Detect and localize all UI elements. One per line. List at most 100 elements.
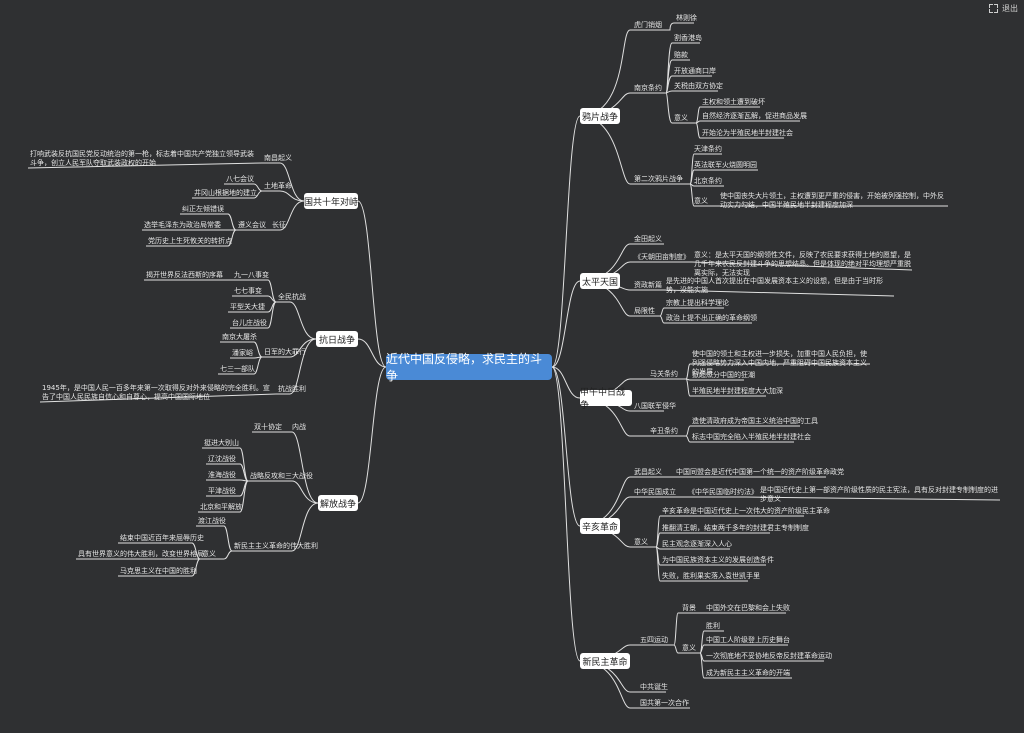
label-y5[interactable]: 失败，胜利果实落入袁世凯手里 (662, 572, 760, 580)
label-bj[interactable]: 北京条约 (694, 177, 722, 185)
label-tmy[interactable]: 意义：是太平天国的纲领性文件，反映了农民要求获得土地的愿望，是几千年来农民反封建… (694, 251, 911, 277)
label-zl[interactable]: 战略反攻和三大战役 (250, 472, 313, 480)
label-xy3[interactable]: 成为新民主主义革命的开端 (706, 669, 790, 677)
label-y2[interactable]: 推翻清王朝，结束两千多年的封建君主专制制度 (662, 524, 809, 532)
label-q0[interactable]: 揭开世界反法西斯的序幕 (146, 271, 223, 279)
label-r1[interactable]: 南京大屠杀 (222, 333, 257, 341)
root-topic[interactable]: 近代中国反侵略，求民主的斗争 (386, 352, 552, 383)
label-y4[interactable]: 为中国民族资本主义的发展创造条件 (662, 556, 774, 564)
label-nc[interactable]: 南昌起义 (264, 154, 292, 162)
label-gs[interactable]: 关税由双方协定 (674, 82, 723, 90)
label-z2[interactable]: 辽沈战役 (208, 455, 236, 463)
exit-label[interactable]: 退出 (1002, 4, 1018, 13)
label-q2[interactable]: 七七事变 (234, 287, 262, 295)
label-sl1[interactable]: 1945年，是中国人民一百多年来第一次取得反对外来侵略的完全胜利。宣告了中国人民… (42, 384, 270, 401)
label-ws[interactable]: 五四运动 (640, 636, 668, 644)
label-nanjing[interactable]: 南京条约 (634, 84, 662, 92)
label-z1[interactable]: 挺进大别山 (204, 439, 239, 447)
label-ym[interactable]: 英法联军火烧圆明园 (694, 161, 757, 169)
label-xm[interactable]: 新民主主义革命的伟大胜利 (234, 542, 318, 550)
label-cz[interactable]: 长征 (272, 221, 286, 229)
label-yiyi2[interactable]: 意义 (694, 197, 708, 205)
label-bjg[interactable]: 背景 (682, 604, 696, 612)
topic-guogong[interactable]: 国共十年对峙 (304, 193, 358, 209)
label-zy2[interactable]: 选举毛泽东为政治局常委 (144, 221, 221, 229)
label-z4[interactable]: 平津战役 (208, 487, 236, 495)
label-sq[interactable]: 双十协定 (254, 423, 282, 431)
label-tj[interactable]: 天津条约 (694, 145, 722, 153)
topic-opium-war[interactable]: 鸦片战争 (580, 108, 620, 124)
label-pk[interactable]: 赔款 (674, 51, 688, 59)
topic-taiping[interactable]: 太平天国 (580, 273, 620, 289)
label-m2[interactable]: 掀起瓜分中国的狂潮 (692, 371, 755, 379)
label-mg[interactable]: 马关条约 (650, 370, 678, 378)
label-jf-yy[interactable]: 意义 (202, 550, 216, 558)
label-yy3[interactable]: 马克思主义在中国的胜利 (120, 567, 197, 575)
label-x2[interactable]: 标志中国完全陷入半殖民地半封建社会 (692, 433, 811, 441)
label-xh-yy[interactable]: 意义 (634, 538, 648, 546)
label-rb[interactable]: 日军的大罪行 (264, 348, 306, 356)
label-yf1[interactable]: 是中国近代史上第一部资产阶级性质的民主宪法，具有反对封建专制制度的进步意义 (760, 486, 998, 503)
label-gc[interactable]: 中共诞生 (640, 683, 668, 691)
label-lin[interactable]: 林则徐 (676, 14, 697, 22)
topic-kangri[interactable]: 抗日战争 (316, 331, 358, 347)
label-xy2[interactable]: 一次彻底地不妥协地反帝反封建革命运动 (706, 652, 832, 660)
label-sl[interactable]: 抗战胜利 (278, 385, 306, 393)
label-xc[interactable]: 辛丑条约 (650, 427, 678, 435)
fullscreen-exit-icon[interactable] (989, 4, 998, 13)
label-m1[interactable]: 使中国的领土和主权进一步损失，加重中国人民负担，使列强侵略势力深入中国内地，严重… (692, 350, 867, 376)
label-y3[interactable]: 民主观念逐渐深入人心 (662, 540, 732, 548)
label-z5[interactable]: 北京和平解放 (200, 503, 242, 511)
label-jx2[interactable]: 政治上提不出正确的革命纲领 (666, 314, 757, 322)
label-x1[interactable]: 造使清政府成为帝国主义统治中国的工具 (692, 417, 818, 425)
label-zy3[interactable]: 党历史上生死攸关的转折点 (148, 237, 232, 245)
label-zy[interactable]: 遵义会议 (238, 221, 266, 229)
label-zz[interactable]: 资政新篇 (634, 281, 662, 289)
label-jg[interactable]: 井冈山根据地的建立 (194, 189, 257, 197)
label-yy1[interactable]: 结束中国近百年来屈辱历史 (120, 534, 204, 542)
label-second-war[interactable]: 第二次鸦片战争 (634, 175, 683, 183)
label-yf[interactable]: 《中华民国临时约法》 (688, 488, 758, 496)
topic-new-democratic[interactable]: 新民主革命 (580, 653, 630, 669)
topic-jiawu-war[interactable]: 甲午中日战争 (580, 388, 632, 411)
label-r2[interactable]: 潘家峪 (232, 349, 253, 357)
label-s2[interactable]: 使中国丧失大片领土，主权遭到更严重的侵害，开始被列强控制，中外反动实力勾结，中国… (720, 192, 944, 209)
label-q3[interactable]: 平型关大捷 (230, 303, 265, 311)
topic-jiefang[interactable]: 解放战争 (318, 495, 358, 511)
label-bj1[interactable]: 中国外交在巴黎和会上失败 (706, 604, 790, 612)
label-bq[interactable]: 八七会议 (226, 175, 254, 183)
label-jx1[interactable]: 宗教上提出科学理论 (666, 299, 729, 307)
label-hz[interactable]: 国共第一次合作 (640, 699, 689, 707)
label-yiyi[interactable]: 意义 (674, 114, 688, 122)
label-m3[interactable]: 半殖民地半封建程度大大加深 (692, 387, 783, 395)
label-mgcl[interactable]: 中华民国成立 (634, 488, 676, 496)
label-sl[interactable]: 胜利 (706, 622, 720, 630)
label-jt[interactable]: 金田起义 (634, 235, 662, 243)
label-bg[interactable]: 八国联军侵华 (634, 402, 676, 410)
label-zr[interactable]: 自然经济逐渐瓦解，促进商品发展 (702, 112, 807, 120)
label-nz[interactable]: 内战 (292, 423, 306, 431)
label-hk[interactable]: 割香港岛 (674, 34, 702, 42)
label-zq[interactable]: 主权和领土遭到破坏 (702, 98, 765, 106)
label-nc1[interactable]: 打响武装反抗国民党反动统治的第一枪，标志着中国共产党独立领导武装斗争，创立人民军… (30, 150, 254, 167)
label-r3[interactable]: 七三一部队 (220, 365, 255, 373)
label-wc1[interactable]: 中国同盟会是近代中国第一个统一的资产阶级革命政党 (676, 468, 844, 476)
topic-xinhai[interactable]: 辛亥革命 (580, 518, 620, 534)
label-wc[interactable]: 武昌起义 (634, 468, 662, 476)
label-yy2[interactable]: 具有世界意义的伟大胜利，改变世界格局 (78, 550, 204, 558)
label-qm[interactable]: 全民抗战 (278, 293, 306, 301)
label-tm[interactable]: 《天朝田亩制度》 (634, 253, 690, 261)
label-xy1[interactable]: 中国工人阶级登上历史舞台 (706, 636, 790, 644)
label-bz[interactable]: 开始沦为半殖民地半封建社会 (702, 129, 793, 137)
label-humen[interactable]: 虎门销烟 (634, 21, 662, 29)
label-dj[interactable]: 渡江战役 (198, 517, 226, 525)
label-td[interactable]: 土地革命 (264, 182, 292, 190)
label-zzy[interactable]: 是先进的中国人首次提出在中国发展资本主义的设想，但是由于当时形势，没能实施 (666, 277, 883, 294)
label-zy1[interactable]: 纠正左倾错误 (182, 205, 224, 213)
label-jx[interactable]: 局限性 (634, 307, 655, 315)
label-q4[interactable]: 台儿庄战役 (232, 319, 267, 327)
label-y1[interactable]: 辛亥革命是中国近代史上一次伟大的资产阶级民主革命 (662, 507, 830, 515)
label-xmz-yy[interactable]: 意义 (682, 644, 696, 652)
label-q1[interactable]: 九一八事变 (234, 271, 269, 279)
label-wk[interactable]: 开放通商口岸 (674, 67, 716, 75)
